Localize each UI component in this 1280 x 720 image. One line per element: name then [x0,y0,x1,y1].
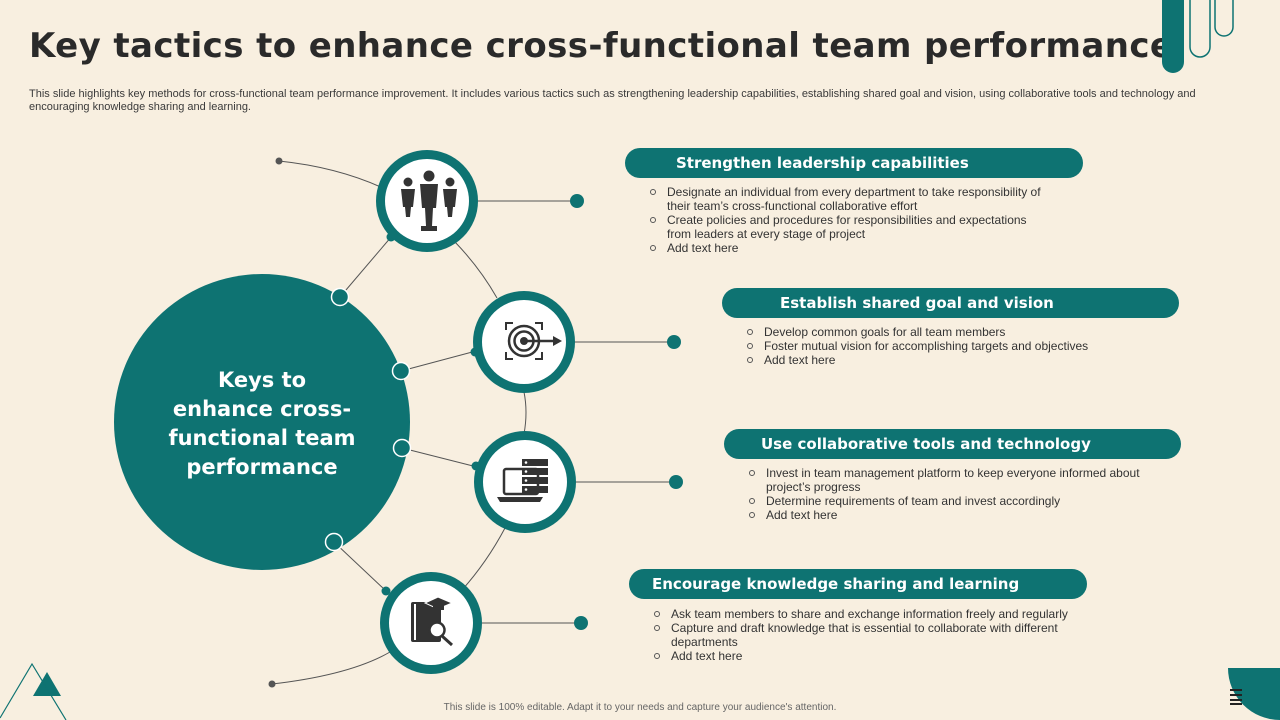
laptop-server-icon [474,431,576,533]
tactic-bullets-leadership: Designate an individual from every depar… [649,185,1049,255]
bottom-left-decoration [0,662,67,720]
tactic-heading-label: Use collaborative tools and technology [761,435,1091,453]
bullet-item: Capture and draft knowledge that is esse… [653,621,1073,649]
bullet-item: Add text here [748,508,1148,522]
menu-icon[interactable] [1229,688,1243,706]
bullet-item: Foster mutual vision for accomplishing t… [746,339,1166,353]
team-leader-icon [376,150,478,252]
slide-subtitle: This slide highlights key methods for cr… [29,88,1196,113]
tactic-heading-tools: Use collaborative tools and technology [724,429,1181,459]
center-label-line: performance [186,455,338,479]
center-label-line: Keys to [217,368,307,392]
bullet-item: Add text here [653,649,1073,663]
tactic-heading-knowledge: Encourage knowledge sharing and learning [629,569,1087,599]
tactic-heading-label: Strengthen leadership capabilities [676,154,969,172]
top-right-decoration [1162,0,1234,73]
slide-title: Key tactics to enhance cross-functional … [29,26,1174,66]
bullet-item: Develop common goals for all team member… [746,325,1166,339]
tactic-heading-label: Encourage knowledge sharing and learning [652,575,1020,593]
bullet-item: Add text here [649,241,1049,255]
bullet-item: Create policies and procedures for respo… [649,213,1049,241]
target-icon [473,291,575,393]
bullet-item: Ask team members to share and exchange i… [653,607,1073,621]
tactic-heading-label: Establish shared goal and vision [780,294,1054,312]
bullet-item: Add text here [746,353,1166,367]
bullet-item: Invest in team management platform to ke… [748,466,1148,494]
tactic-heading-leadership: Strengthen leadership capabilities [625,148,1083,178]
tactic-bullets-goal: Develop common goals for all team member… [746,325,1166,367]
center-label: Keys to enhance cross- functional team p… [142,366,382,482]
tactic-heading-goal: Establish shared goal and vision [722,288,1179,318]
bottom-right-decoration [1228,668,1280,720]
center-label-line: enhance cross- [172,397,352,421]
center-circle [114,274,410,570]
bullet-item: Determine requirements of team and inves… [748,494,1148,508]
bullet-item: Designate an individual from every depar… [649,185,1049,213]
tactic-bullets-tools: Invest in team management platform to ke… [748,466,1148,522]
footer-note: This slide is 100% editable. Adapt it to… [443,702,837,713]
knowledge-book-icon [380,572,482,674]
tactic-bullets-knowledge: Ask team members to share and exchange i… [653,607,1073,663]
center-label-line: functional team [168,426,356,450]
